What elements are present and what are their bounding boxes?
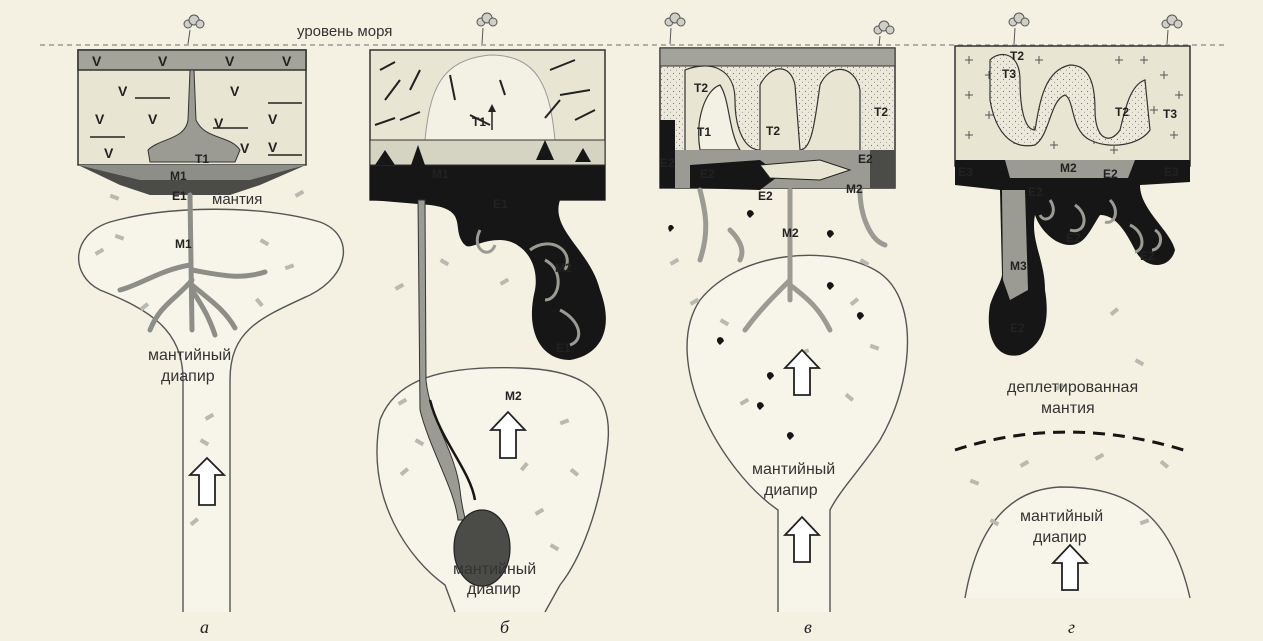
sea-level: уровень моря: [40, 23, 1225, 45]
unit-label: E2: [1140, 249, 1155, 263]
plume-icon: [1009, 13, 1029, 44]
plume-icon: [665, 13, 685, 44]
svg-text:V: V: [225, 53, 235, 69]
depleted-label-line1: деплетированная: [1007, 379, 1138, 396]
unit-label: E2: [1066, 231, 1081, 245]
svg-text:V: V: [282, 53, 292, 69]
unit-label: M2: [555, 261, 572, 275]
unit-label: E1: [556, 341, 571, 355]
unit-label: M2: [505, 389, 522, 403]
unit-label: M2: [782, 226, 799, 240]
svg-text:V: V: [268, 111, 278, 127]
svg-text:V: V: [240, 140, 250, 156]
e2-layer: [955, 160, 1190, 356]
e2-margin: [870, 150, 895, 188]
unit-label: E2: [858, 152, 873, 166]
panel-letter: б: [500, 617, 510, 637]
svg-text:V: V: [148, 111, 158, 127]
plume-icon: [477, 13, 497, 44]
unit-label: T2: [874, 105, 888, 119]
svg-text:V: V: [104, 145, 114, 161]
unit-label: E2: [700, 167, 715, 181]
svg-text:V: V: [92, 53, 102, 69]
plume-icon: [874, 21, 894, 46]
diapir-label-line1: мантийный: [752, 461, 835, 478]
svg-text:V: V: [95, 111, 105, 127]
panel-b: T1 M1 E1 M2 E1 M2 мантийный диапир б: [370, 50, 608, 637]
unit-label: M1: [170, 169, 187, 183]
diapir-label-line2: диапир: [161, 368, 215, 385]
plume-icon: [184, 15, 204, 44]
upper-crust: [660, 48, 895, 66]
m3-conduit: [1002, 190, 1028, 300]
unit-label: E3: [958, 165, 973, 179]
mantle-diapir: [79, 209, 344, 612]
unit-label: M1: [175, 237, 192, 251]
panel-letter: в: [804, 617, 812, 637]
unit-label: E2: [1028, 185, 1043, 199]
unit-label: E1: [493, 197, 508, 211]
panel-letter: а: [200, 617, 209, 637]
unit-label: M3: [1010, 259, 1027, 273]
unit-label: T3: [1002, 67, 1016, 81]
unit-label: T2: [1115, 105, 1129, 119]
panel-letter: г: [1068, 617, 1075, 637]
unit-label: E2: [660, 156, 675, 170]
e2-margin: [660, 120, 675, 188]
unit-label: T2: [694, 81, 708, 95]
svg-text:V: V: [268, 139, 278, 155]
depleted-label-line2: мантия: [1041, 400, 1095, 417]
mantle-label: мантия: [212, 191, 262, 208]
unit-label: E2: [1103, 167, 1118, 181]
svg-text:V: V: [118, 83, 128, 99]
unit-label: T3: [1163, 107, 1177, 121]
unit-label: T1: [697, 125, 711, 139]
plume-icon: [1162, 15, 1182, 44]
diapir-label-line2: диапир: [1033, 529, 1087, 546]
diapir-label-line1: мантийный: [453, 561, 536, 578]
unit-label: T2: [1010, 49, 1024, 63]
panel-d: T2 T3 T2 T3 E3 M2 E3 E2 E2 E2 E2 M3 E2 д…: [955, 46, 1190, 637]
unit-label: E2: [758, 189, 773, 203]
svg-text:V: V: [158, 53, 168, 69]
upper-crust: [78, 50, 306, 70]
unit-label: M2: [846, 182, 863, 196]
depleted-mantle-boundary: [955, 432, 1190, 452]
unit-label: E2: [1010, 321, 1025, 335]
svg-text:V: V: [230, 83, 240, 99]
unit-label: E1: [172, 189, 187, 203]
e1-layer: [370, 150, 606, 360]
diapir-label-line1: мантийный: [148, 347, 231, 364]
unit-label: T1: [195, 152, 209, 166]
diapir-label-line1: мантийный: [1020, 508, 1103, 525]
sea-level-label: уровень моря: [297, 23, 392, 40]
m1-horizon: [370, 140, 605, 165]
diapir-label-line2: диапир: [764, 482, 818, 499]
unit-label: M2: [1060, 161, 1077, 175]
unit-label: T2: [766, 124, 780, 138]
unit-label: E3: [1164, 165, 1179, 179]
diapir-label-line2: диапир: [467, 581, 521, 598]
unit-label: T1: [472, 115, 486, 129]
unit-label: M1: [432, 167, 449, 181]
panel-c: T2 T1 T2 T2 E2 E2 E2 E2 M2 M2 мантийный …: [660, 48, 908, 637]
